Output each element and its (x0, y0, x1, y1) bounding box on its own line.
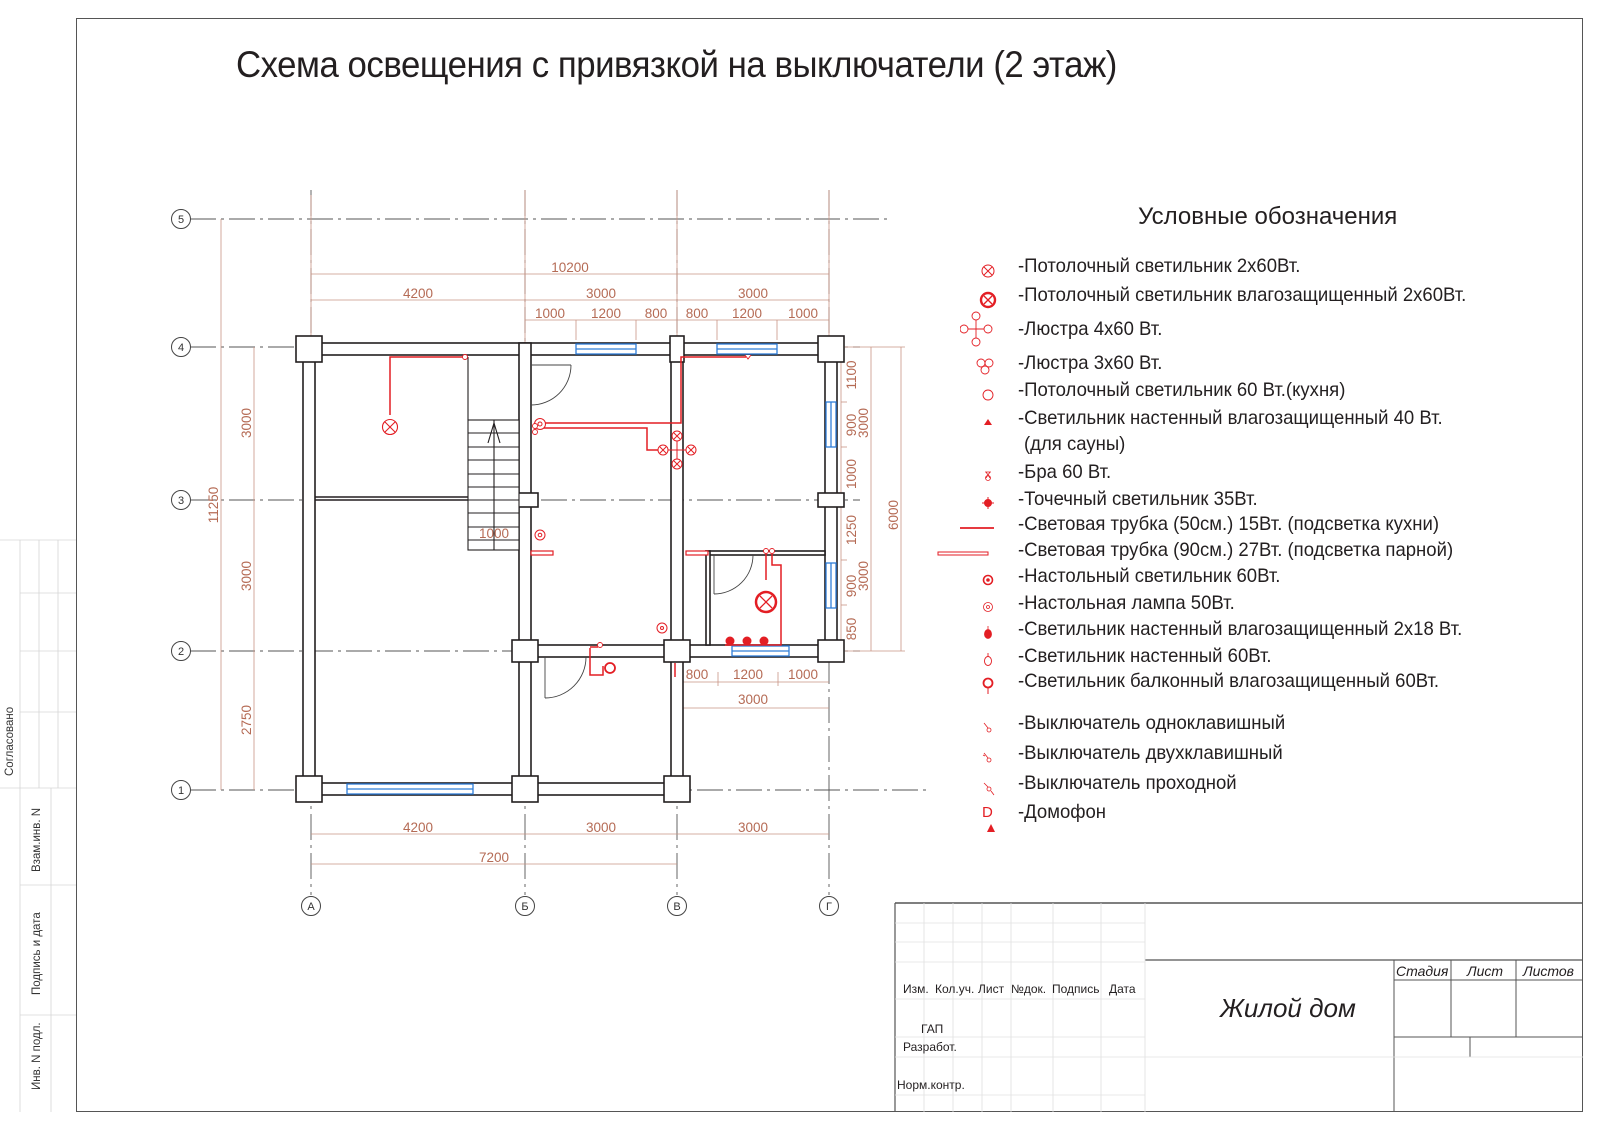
axis-label: Б (521, 901, 528, 913)
dim-total-top: 10200 (551, 260, 589, 275)
dim-text: 800 (686, 667, 709, 682)
dim-text: 1000 (844, 459, 859, 489)
dim-text: 1250 (844, 515, 859, 545)
balcony-light-icon (982, 677, 994, 694)
light-tube-50-icon (960, 527, 994, 529)
light-tube-90-icon (937, 551, 989, 556)
axis-label: 3 (178, 495, 184, 507)
dim-text: 800 (645, 306, 668, 321)
wall-light-waterproof-sauna-icon (984, 419, 992, 425)
project-name: Жилой дом (1220, 993, 1356, 1023)
dim-text: 800 (686, 306, 709, 321)
dim-text: 3000 (738, 286, 768, 301)
stamp-stage: Стадия (1396, 963, 1449, 979)
chandelier-fixture (657, 430, 697, 470)
stamp-col-list: Лист (978, 982, 1005, 996)
spot-light-icon (982, 497, 994, 509)
dim-text: 1200 (732, 306, 762, 321)
dim-text: 4200 (403, 820, 433, 835)
dim-text: 3000 (738, 692, 768, 707)
stamp-row-norm-control: Норм.контр. (897, 1078, 965, 1092)
dim-text: 2750 (239, 705, 254, 735)
dim-text: 850 (844, 618, 859, 641)
legend-title: Условные обозначения (1138, 203, 1398, 230)
sconce-icon (985, 471, 991, 481)
svg-text:D: D (982, 804, 993, 821)
dim-text: 4200 (403, 286, 433, 301)
ceiling-light-60-kitchen-icon (982, 389, 994, 401)
axis-label: 5 (178, 214, 184, 226)
dim-text: 1200 (591, 306, 621, 321)
stamp-row-gap: ГАП (921, 1022, 944, 1036)
dimension-lines (220, 190, 905, 865)
table-lamp-icon (983, 602, 993, 612)
page-title: Схема освещения с привязкой на выключате… (236, 44, 1117, 85)
stamp-row-developed: Разработ. (903, 1040, 957, 1054)
wall-light-waterproof-2x18-icon (984, 626, 992, 639)
doors (530, 364, 754, 699)
switch-passthrough-icon (983, 782, 995, 796)
stamp-col-izm: Изм. (903, 982, 929, 996)
axis-label: А (307, 901, 315, 913)
dim-text: 1100 (844, 360, 859, 389)
axis-label: В (673, 901, 680, 913)
side-strip-grid (0, 539, 76, 1112)
drawing-frame (76, 18, 1583, 1112)
ceiling-light-waterproof-icon (979, 291, 997, 309)
axis-markers (171, 209, 839, 916)
dim-text: 1200 (733, 667, 763, 682)
axis-label: 4 (178, 342, 184, 354)
switches (462, 354, 775, 648)
stamp-sheets: Листов (1523, 963, 1574, 979)
dim-total-left: 11250 (206, 487, 221, 524)
chandelier-3x60-icon (976, 358, 994, 375)
axis-label: 2 (178, 646, 184, 658)
intercom-icon: D (982, 804, 995, 832)
ceiling-light-fixture (381, 418, 399, 436)
chandelier-4x60-icon (960, 311, 993, 347)
floor-plan: 5 4 3 2 1 А Б В Г 10200 4200 3000 3000 1… (171, 190, 930, 916)
wall-light-60-icon (984, 653, 992, 666)
stamp-col-ndok: №док. (1011, 982, 1047, 996)
dim-text: 900 (844, 575, 859, 598)
dim-text: 3000 (239, 408, 254, 438)
wall-lights-2x18 (725, 636, 769, 646)
stamp-col-sign: Подпись (1052, 982, 1100, 996)
stamp-col-kol: Кол.уч. (935, 982, 975, 996)
switch-single-icon (983, 722, 992, 733)
sauna-waterproof-light (754, 590, 778, 614)
stair-width: 1000 (479, 526, 509, 541)
switch-double-icon (982, 752, 992, 763)
ceiling-light-2x60-icon (981, 264, 995, 278)
staircase (467, 357, 520, 551)
dim-text: 1000 (788, 667, 818, 682)
axis-label: 1 (178, 785, 184, 797)
dim-total-right: 6000 (886, 500, 901, 530)
dim-text: 3000 (856, 561, 871, 591)
dim-text: 3000 (586, 820, 616, 835)
light-tubes (530, 550, 709, 556)
stamp-sheet: Лист (1467, 963, 1504, 979)
dim-text: 3000 (586, 286, 616, 301)
stamp-col-date: Дата (1109, 982, 1136, 996)
dim-text: 1000 (788, 306, 818, 321)
windows (346, 343, 837, 795)
axis-label: Г (826, 901, 832, 913)
dim-text: 3000 (239, 561, 254, 591)
dim-total-bottom: 7200 (479, 850, 509, 865)
balcony-light (604, 662, 616, 674)
dim-text: 1000 (535, 306, 565, 321)
dim-text: 3000 (738, 820, 768, 835)
table-light-icon (982, 574, 994, 586)
dim-text: 3000 (856, 408, 871, 438)
dim-text: 900 (844, 414, 859, 437)
